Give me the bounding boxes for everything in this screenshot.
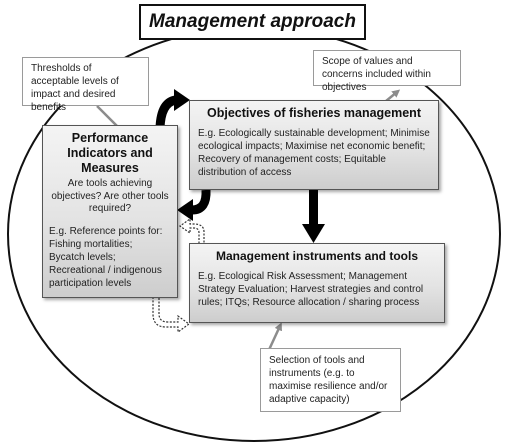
dotted-arrow-performance-to-instruments [152,298,191,334]
objectives-body: E.g. Ecologically sustainable developmen… [198,128,430,178]
callout-arrow-selection [266,322,282,353]
arrow-performance-to-objectives [155,95,178,129]
performance-question: Are tools achieving objectives? Are othe… [51,178,169,214]
performance-examples: E.g. Reference points for: Fishing morta… [49,225,171,290]
arrow-objectives-to-performance [191,189,211,215]
arrow-performance-to-objectives-head [174,89,190,111]
arrow-objectives-to-instruments-head [302,224,325,243]
diagram-title: Management approach [139,4,366,40]
performance-example-item: Recreational / indigenous participation … [49,264,162,289]
dotted-arrow-instruments-to-performance [178,217,205,246]
note-selection: Selection of tools and instruments (e.g.… [260,348,401,412]
performance-example-item: Fishing mortalities; [49,238,133,250]
objectives-box: Objectives of fisheries management E.g. … [189,100,439,190]
instruments-title: Management instruments and tools [215,249,419,263]
instruments-box: Management instruments and tools E.g. Ec… [189,243,445,323]
performance-example-item: Bycatch levels; [49,251,116,263]
performance-examples-intro: E.g. Reference points for: [49,225,163,237]
performance-indicators-box: Performance Indicators and Measures Are … [42,125,178,298]
objectives-title: Objectives of fisheries management [207,106,421,120]
arrow-objectives-to-performance-head [177,199,193,221]
performance-title: Performance Indicators and Measures [67,131,153,175]
arrow-objectives-to-instruments [309,190,318,226]
note-scope: Scope of values and concerns included wi… [313,50,461,93]
instruments-body: E.g. Ecological Risk Assessment; Managem… [198,271,424,308]
note-thresholds: Thresholds of acceptable levels of impac… [22,57,149,113]
